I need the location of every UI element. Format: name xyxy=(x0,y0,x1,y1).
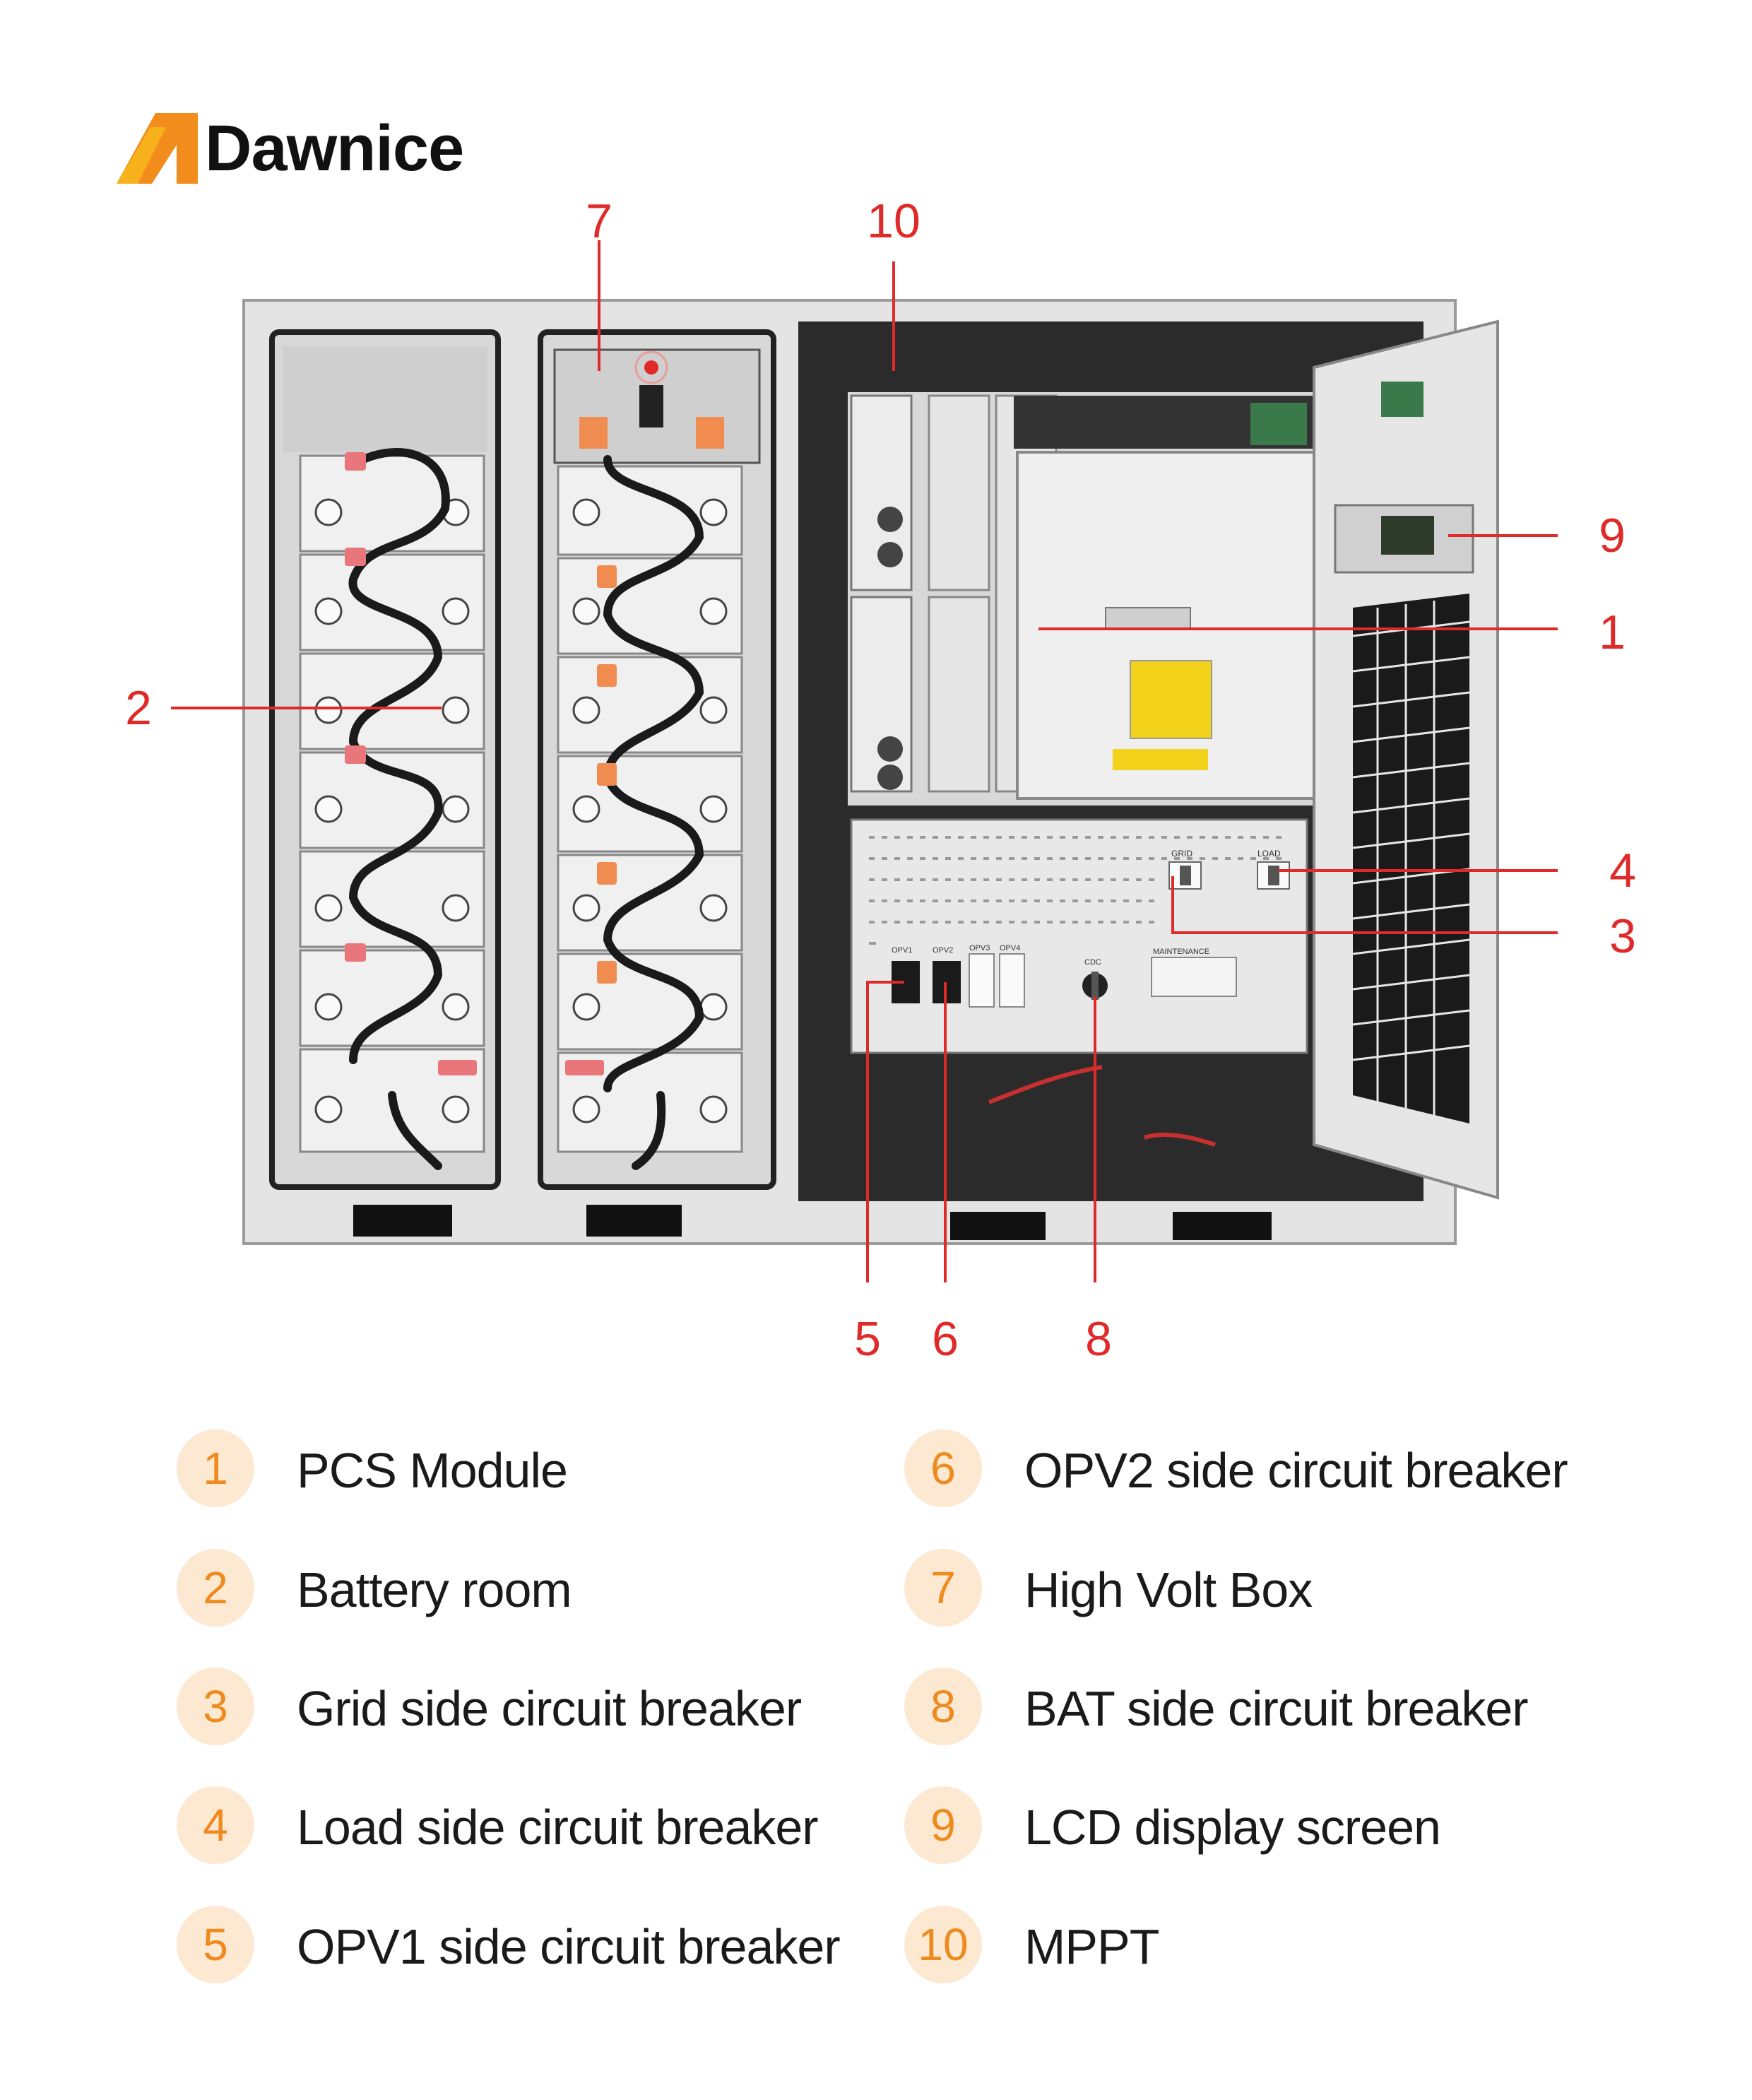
breaker-panel xyxy=(850,818,1308,1054)
callout-6: 6 xyxy=(932,1312,959,1366)
legend-label: OPV1 side circuit breaker xyxy=(297,1919,841,1974)
opv1-label: OPV1 xyxy=(892,946,912,955)
grid-breaker xyxy=(1168,861,1202,890)
legend-label: Battery room xyxy=(297,1562,572,1617)
callout-1: 1 xyxy=(1599,606,1626,659)
callout-5: 5 xyxy=(854,1312,881,1366)
legend-number-badge: 8 xyxy=(904,1668,982,1745)
load-label: LOAD xyxy=(1257,849,1281,859)
callout-2: 2 xyxy=(125,681,152,735)
callout-9: 9 xyxy=(1599,509,1626,562)
brand-name: Dawnice xyxy=(205,112,464,184)
legend-number-badge: 9 xyxy=(904,1786,982,1864)
legend-number-badge: 4 xyxy=(177,1786,254,1864)
callout-7: 7 xyxy=(586,194,612,248)
legend-label: LCD display screen xyxy=(1024,1800,1441,1855)
callout-3: 3 xyxy=(1609,909,1636,963)
cdc-label: CDC xyxy=(1084,958,1101,967)
legend-label: High Volt Box xyxy=(1024,1562,1313,1617)
bat-breaker xyxy=(1082,972,1108,1000)
legend-number-badge: 6 xyxy=(904,1429,982,1507)
legend-number-badge: 1 xyxy=(177,1429,254,1507)
opv2-label: OPV2 xyxy=(933,946,953,955)
callout-10: 10 xyxy=(867,194,921,248)
legend-label: Grid side circuit breaker xyxy=(297,1681,802,1736)
load-breaker xyxy=(1257,861,1290,890)
legend-label: BAT side circuit breaker xyxy=(1024,1681,1529,1736)
legend-label: OPV2 side circuit breaker xyxy=(1024,1443,1568,1498)
callout-8: 8 xyxy=(1085,1312,1112,1366)
opv3-label: OPV3 xyxy=(969,944,990,952)
legend-label: PCS Module xyxy=(297,1443,568,1498)
legend-number-badge: 10 xyxy=(904,1906,982,1983)
legend-label: MPPT xyxy=(1024,1919,1159,1974)
grid-label: GRID xyxy=(1171,849,1192,859)
callout-4: 4 xyxy=(1609,844,1636,897)
legend-number-badge: 2 xyxy=(177,1549,254,1627)
maintenance-label: MAINTENANCE xyxy=(1153,948,1209,956)
lcd-screen xyxy=(1381,516,1434,555)
cabinet-illustration xyxy=(171,240,1558,1282)
legend-number-badge: 3 xyxy=(177,1668,254,1745)
legend-number-badge: 7 xyxy=(904,1549,982,1627)
opv4-label: OPV4 xyxy=(1000,944,1020,952)
legend-label: Load side circuit breaker xyxy=(297,1800,819,1855)
legend-number-badge: 5 xyxy=(177,1906,254,1983)
logo-icon xyxy=(117,113,198,184)
panel-labels: GRID LOAD OPV1 OPV2 OPV3 OPV4 CDC MAINTE… xyxy=(892,849,1281,967)
